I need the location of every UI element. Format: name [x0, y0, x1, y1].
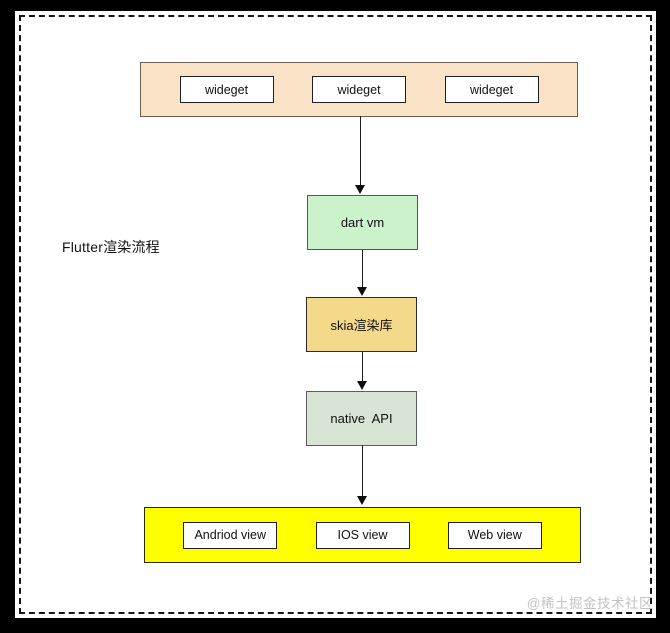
arrow-line	[359, 116, 361, 185]
widget-node: wideget	[444, 76, 539, 103]
arrow-line	[361, 250, 363, 287]
arrow-line	[361, 351, 363, 381]
diagram-canvas: Flutter渲染流程 wideget wideget wideget dart…	[15, 11, 656, 618]
node-dart-vm-label: dart vm	[340, 215, 385, 230]
platform-node-ios: IOS view	[315, 521, 410, 549]
arrow-head	[357, 381, 367, 390]
widget-node: wideget	[312, 76, 406, 103]
arrow-down-icon	[356, 351, 368, 390]
node-skia: skia渲染库	[306, 297, 417, 352]
widget-node: wideget	[179, 76, 274, 103]
platform-band: Andriod view IOS view Web view	[144, 507, 581, 563]
arrow-head	[357, 287, 367, 296]
arrow-head	[355, 185, 365, 194]
node-skia-label: skia渲染库	[330, 318, 393, 333]
watermark: @稀土掘金技术社区	[526, 596, 653, 611]
widget-band: wideget wideget wideget	[140, 62, 578, 117]
node-native-api: native API	[306, 391, 417, 446]
platform-node-android: Andriod view	[183, 521, 278, 549]
platform-node-web: Web view	[447, 521, 542, 549]
arrow-head	[357, 496, 367, 505]
arrow-down-icon	[354, 116, 366, 194]
node-dart-vm: dart vm	[307, 195, 418, 250]
arrow-down-icon	[356, 445, 368, 505]
arrow-line	[361, 445, 363, 496]
node-native-api-label: native API	[330, 411, 393, 426]
page-title: Flutter渲染流程	[62, 239, 160, 255]
arrow-down-icon	[356, 250, 368, 296]
